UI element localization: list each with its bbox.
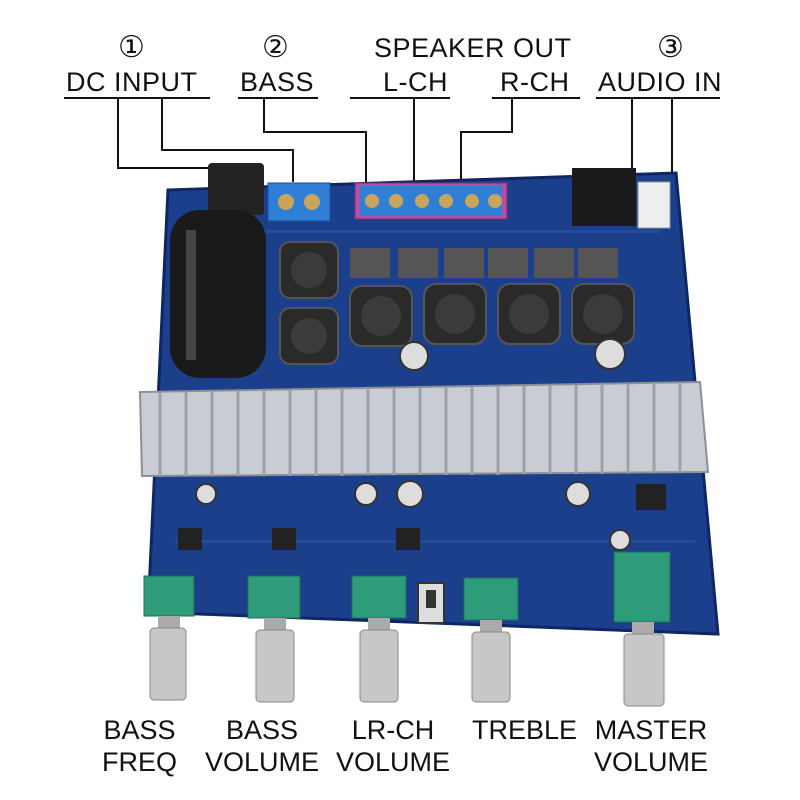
audio-in-label: AUDIO IN bbox=[598, 67, 723, 97]
control-label-line1: BASS bbox=[225, 715, 299, 745]
bass-label: BASS bbox=[240, 67, 315, 97]
control-label-line1: TREBLE bbox=[472, 715, 578, 745]
ic-chips bbox=[350, 248, 618, 278]
master-volume-knob-label: MASTER VOLUME bbox=[594, 714, 708, 778]
power-switch bbox=[417, 582, 445, 624]
bass-volume-knob-label: BASS VOLUME bbox=[205, 714, 319, 778]
dc-input-label: DC INPUT bbox=[66, 67, 198, 97]
aux-connector bbox=[637, 181, 671, 229]
control-label-line1: LR-CH bbox=[351, 715, 435, 745]
speaker-right-channel-label: R-CH bbox=[500, 67, 570, 97]
speaker-out-label: SPEAKER OUT bbox=[374, 33, 572, 63]
control-label-line2: VOLUME bbox=[336, 747, 451, 777]
dc-terminal-block bbox=[267, 182, 331, 222]
potentiometers bbox=[143, 551, 671, 707]
control-label-line2: FREQ bbox=[102, 747, 178, 777]
control-label-line1: MASTER bbox=[594, 715, 708, 745]
callout-number-3: ③ bbox=[657, 30, 684, 65]
speaker-left-channel-label: L-CH bbox=[383, 67, 449, 97]
audio-in-jack bbox=[572, 168, 636, 226]
callout-number-2: ② bbox=[262, 30, 289, 65]
callout-number-1: ① bbox=[118, 30, 145, 65]
bulk-capacitor bbox=[170, 210, 266, 378]
control-label-line2: VOLUME bbox=[594, 747, 709, 777]
control-label-line2: VOLUME bbox=[205, 747, 320, 777]
bass-freq-knob-label: BASS FREQ bbox=[102, 714, 177, 778]
heatsink bbox=[138, 380, 710, 478]
treble-knob-label: TREBLE bbox=[472, 714, 577, 746]
lr-ch-volume-knob-label: LR-CH VOLUME bbox=[336, 714, 450, 778]
dc-jack bbox=[208, 163, 264, 215]
control-label-line1: BASS bbox=[103, 715, 176, 745]
